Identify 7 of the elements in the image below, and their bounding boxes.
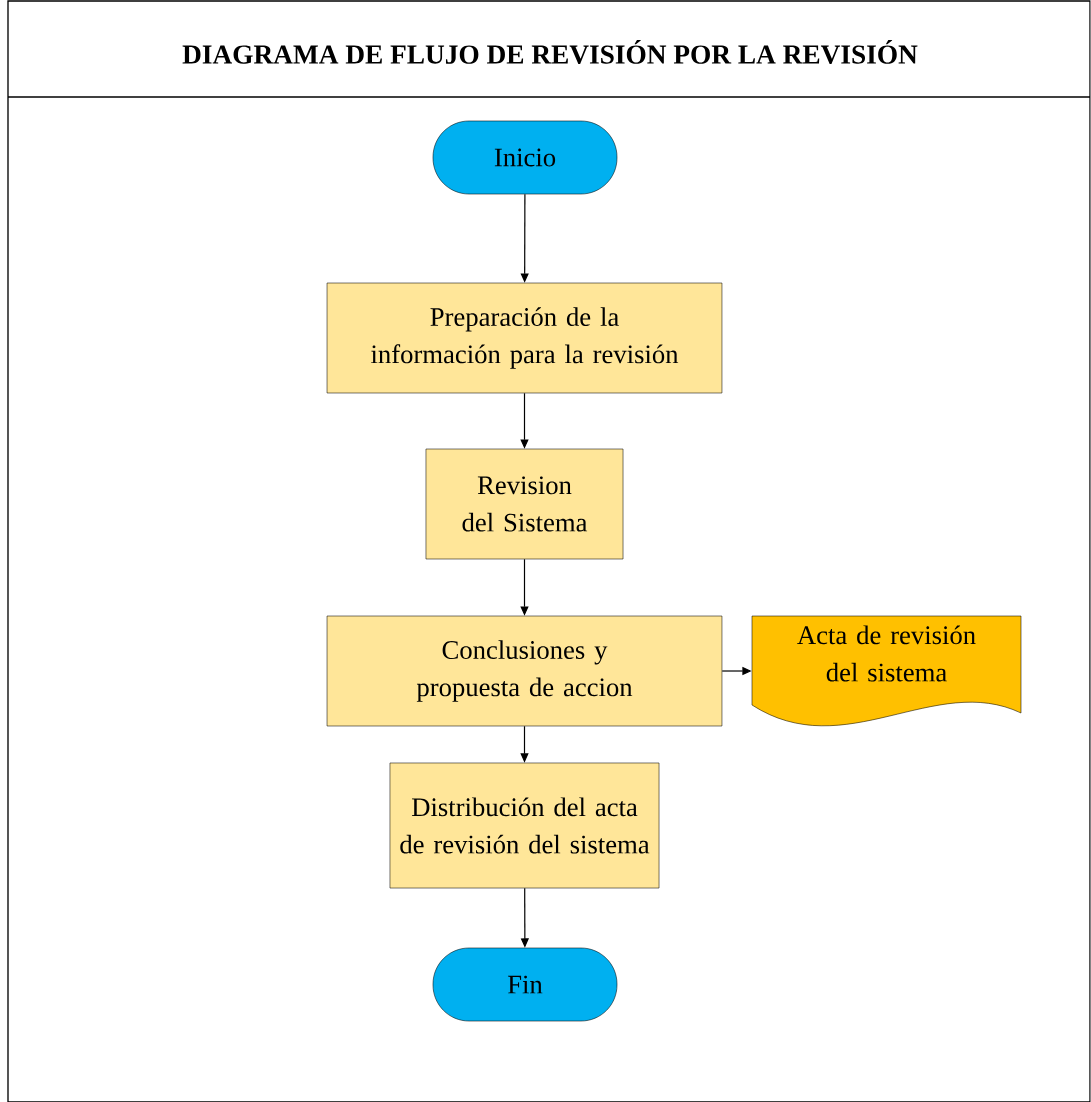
terminal-capsule: Fin xyxy=(432,947,618,1022)
process-box: Revision del Sistema xyxy=(425,448,624,560)
title: DIAGRAMA DE FLUJO DE REVISIÓN POR LA REVISIÓN xyxy=(182,40,918,64)
process-box: Preparación de la información para la revisión xyxy=(326,282,723,394)
process-box: Distribución del acta de revisión del sistema xyxy=(389,762,660,889)
terminal-capsule: Inicio xyxy=(432,120,618,195)
process-box: Conclusiones y propuesta de accion xyxy=(326,615,723,727)
